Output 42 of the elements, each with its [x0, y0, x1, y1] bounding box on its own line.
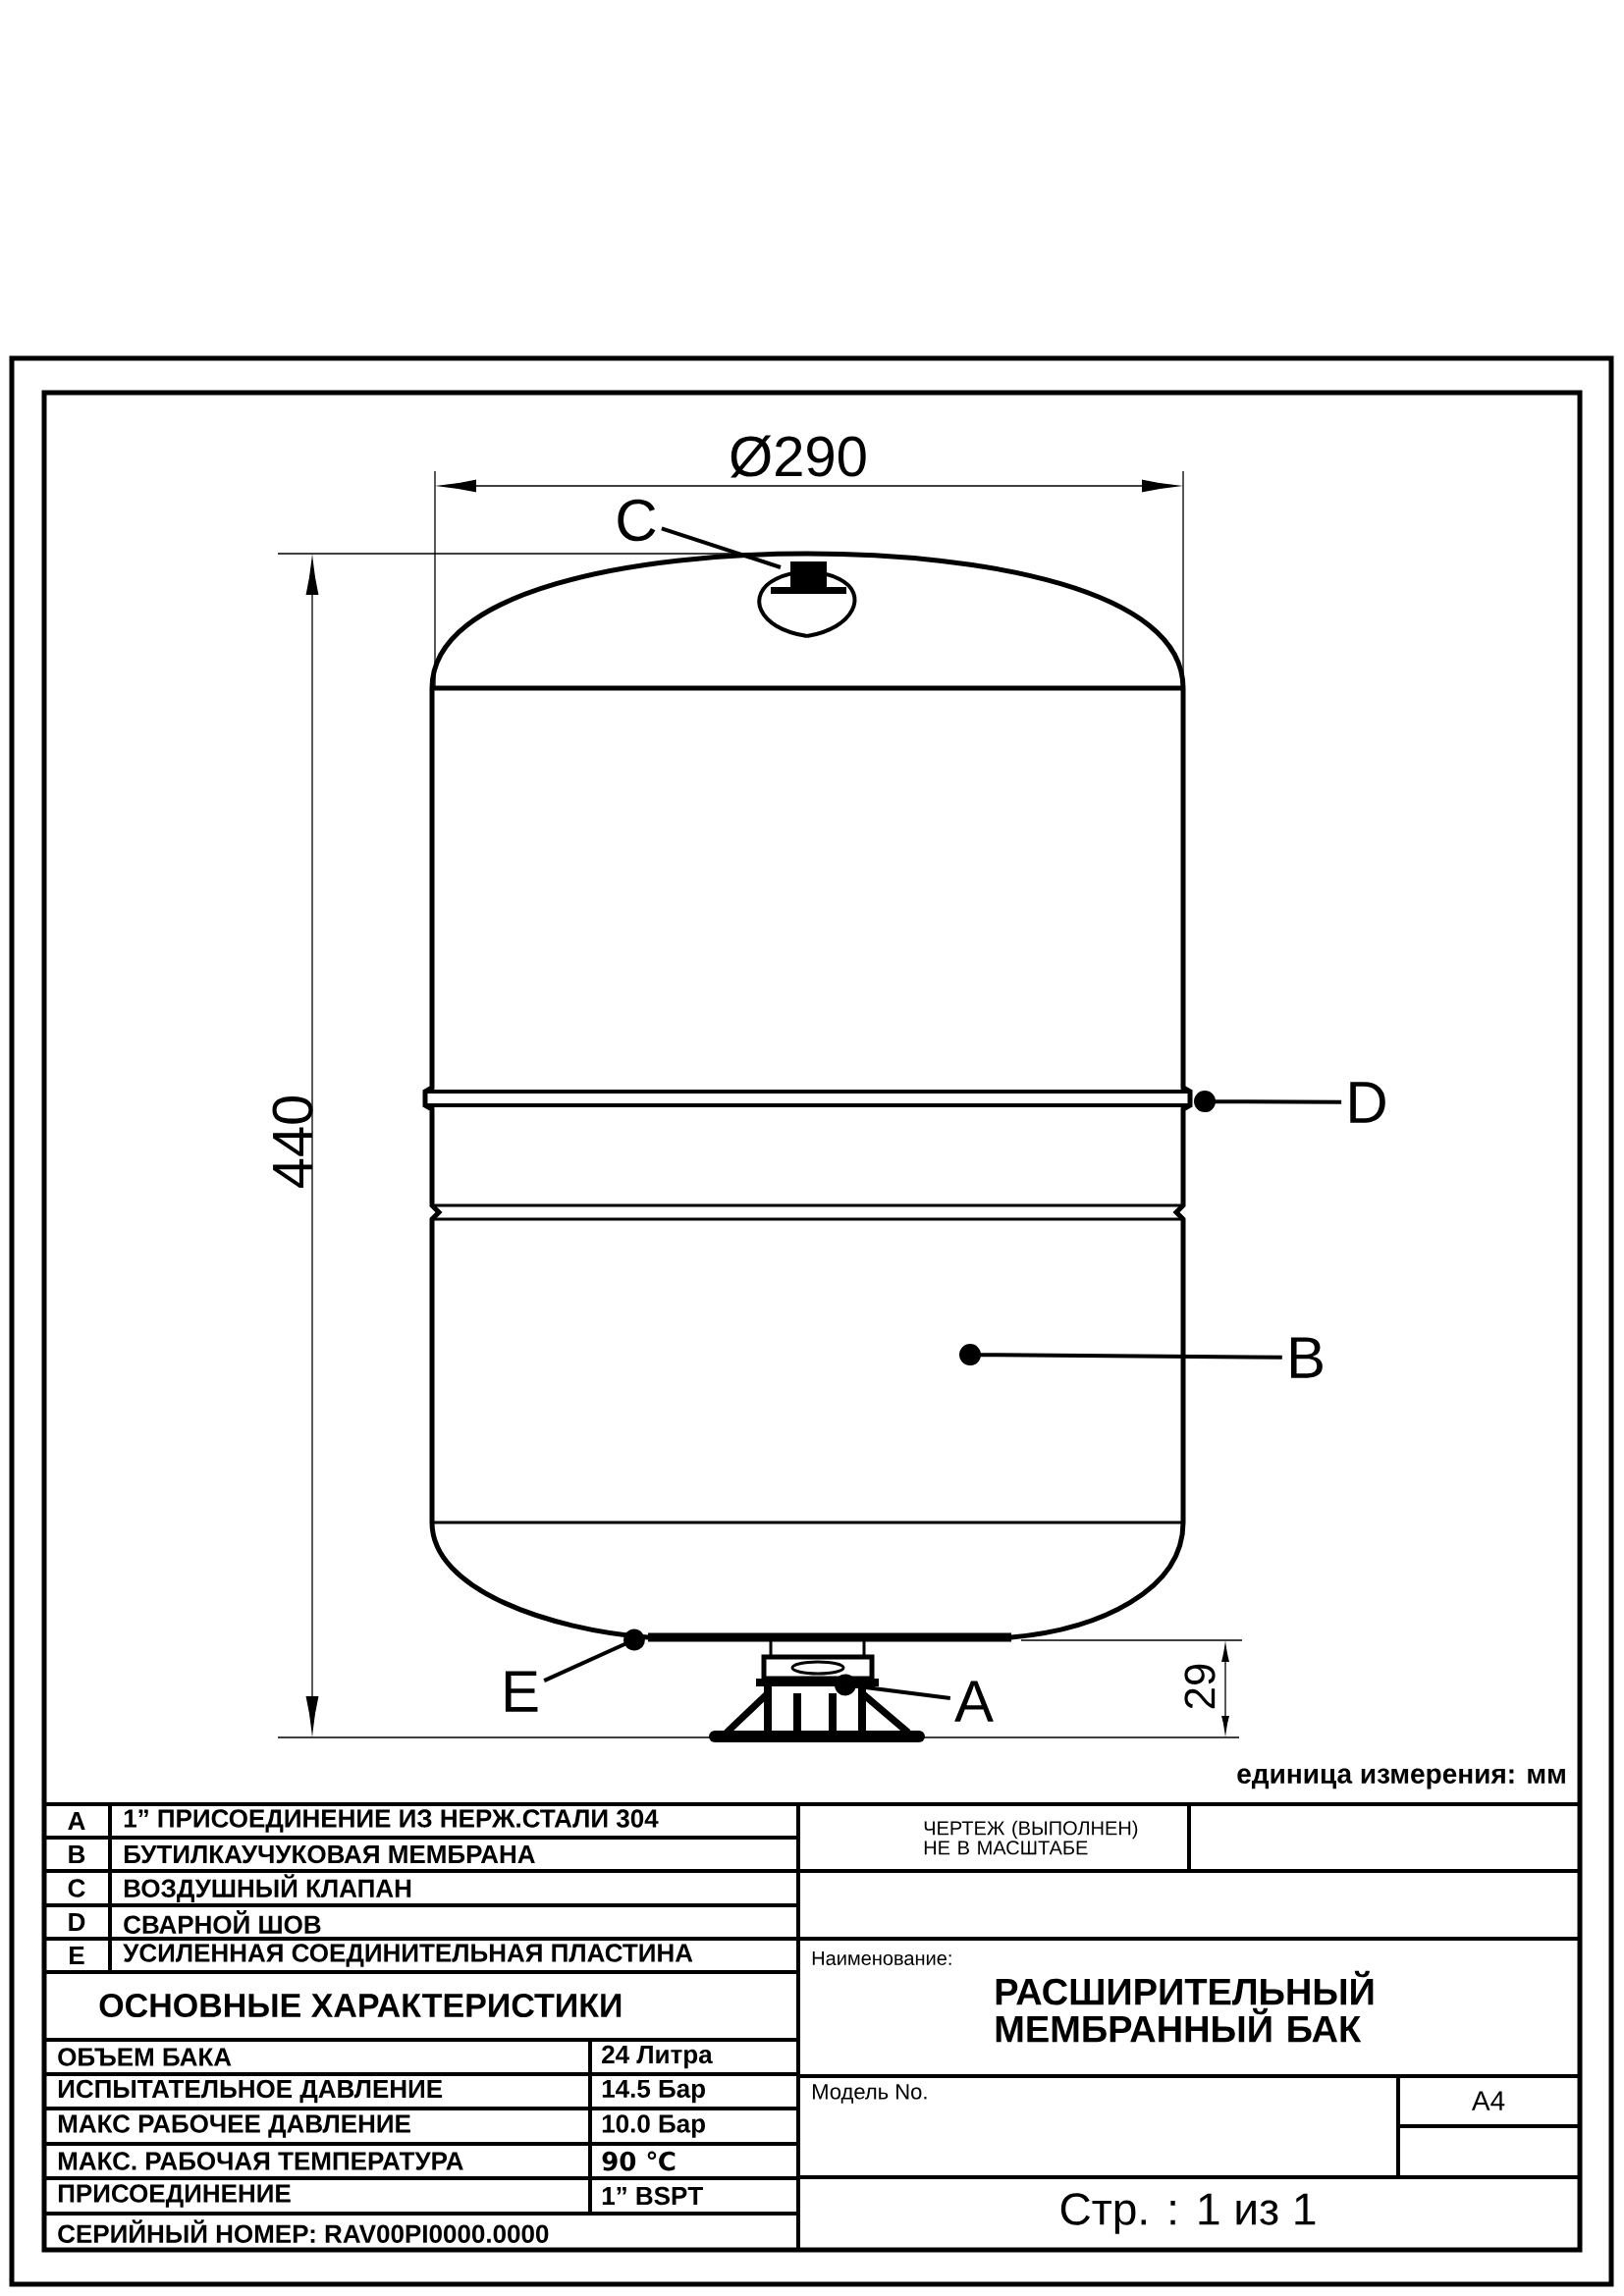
table-text: 10.0 Бар [602, 2114, 705, 2138]
leader-line [834, 1674, 951, 1700]
table-text: МАКС РАБОЧЕЕ ДАВЛЕНИЕ [58, 2114, 410, 2138]
field-caption: Модель No. [813, 2084, 927, 2104]
table-text: D [69, 1913, 85, 1931]
table-text: B [69, 1845, 85, 1863]
table-text: 14.5 Бар [602, 2079, 705, 2104]
table-text: 1” BSPT [602, 2186, 703, 2206]
dimension-text: Ø290 [731, 435, 866, 478]
dimension-text: 440 [272, 1095, 313, 1189]
table-text: C [68, 1879, 85, 1897]
field-caption: Наименование: [812, 1951, 951, 1965]
table-text: СЕРИЙНЫЙ НОМЕР: RAV00PI0000.0000 [58, 2219, 549, 2243]
table-text: ОБЪЕМ БАКА [58, 2048, 232, 2066]
table-heading: ОСНОВНЫЕ ХАРАКТЕРИСТИКИ [99, 1994, 622, 2018]
table-text: УСИЛЕННАЯ СОЕДИНИТЕЛЬНАЯ ПЛАСТИНА [123, 1944, 693, 1967]
table-text: 24 Литра [602, 2045, 713, 2069]
table-text: A4 [1471, 2091, 1505, 2110]
table-text: СВАРНОЙ ШОВ [124, 1910, 321, 1934]
unit-note: единица измерения: мм [1237, 1768, 1565, 1789]
dimension-text: 29 [1184, 1664, 1216, 1709]
callout-letter: C [618, 499, 656, 542]
table-text: ВОЗДУШНЫЙ КЛАПАН [124, 1874, 411, 1902]
drawing-note: ЧЕРТЕЖ (ВЫПОЛНЕН) НЕ В МАСШТАБЕ [924, 1820, 1138, 1855]
leader-line [661, 526, 782, 569]
callout-letter: E [505, 1671, 538, 1712]
table-text: БУТИЛКАУЧУКОВАЯ МЕМБРАНА [124, 1844, 535, 1864]
table-text: A [68, 1812, 85, 1830]
leader-line [959, 1344, 1282, 1366]
product-title: РАСШИРИТЕЛЬНЫЙ МЕМБРАННЫЙ БАК [996, 1970, 1374, 2043]
table-text: 90 ℃ [602, 2151, 676, 2171]
table-text: ПРИСОЕДИНЕНИЕ [58, 2184, 291, 2208]
table-text: E [70, 1947, 84, 1964]
leader-line [1194, 1091, 1342, 1113]
leader-line [543, 1629, 645, 1682]
callout-letter: D [1350, 1082, 1385, 1123]
callout-letter: A [954, 1681, 994, 1722]
table-text: МАКС. РАБОЧАЯ ТЕМПЕРАТУРА [58, 2152, 463, 2170]
table-text: 1” ПРИСОЕДИНЕНИЕ ИЗ НЕРЖ.СТАЛИ 304 [124, 1809, 659, 1833]
page-number: Стр. : 1 из 1 [1060, 2193, 1316, 2234]
table-text: ИСПЫТАТЕЛЬНОЕ ДАВЛЕНИЕ [58, 2079, 443, 2104]
callout-letter: B [1290, 1337, 1323, 1378]
